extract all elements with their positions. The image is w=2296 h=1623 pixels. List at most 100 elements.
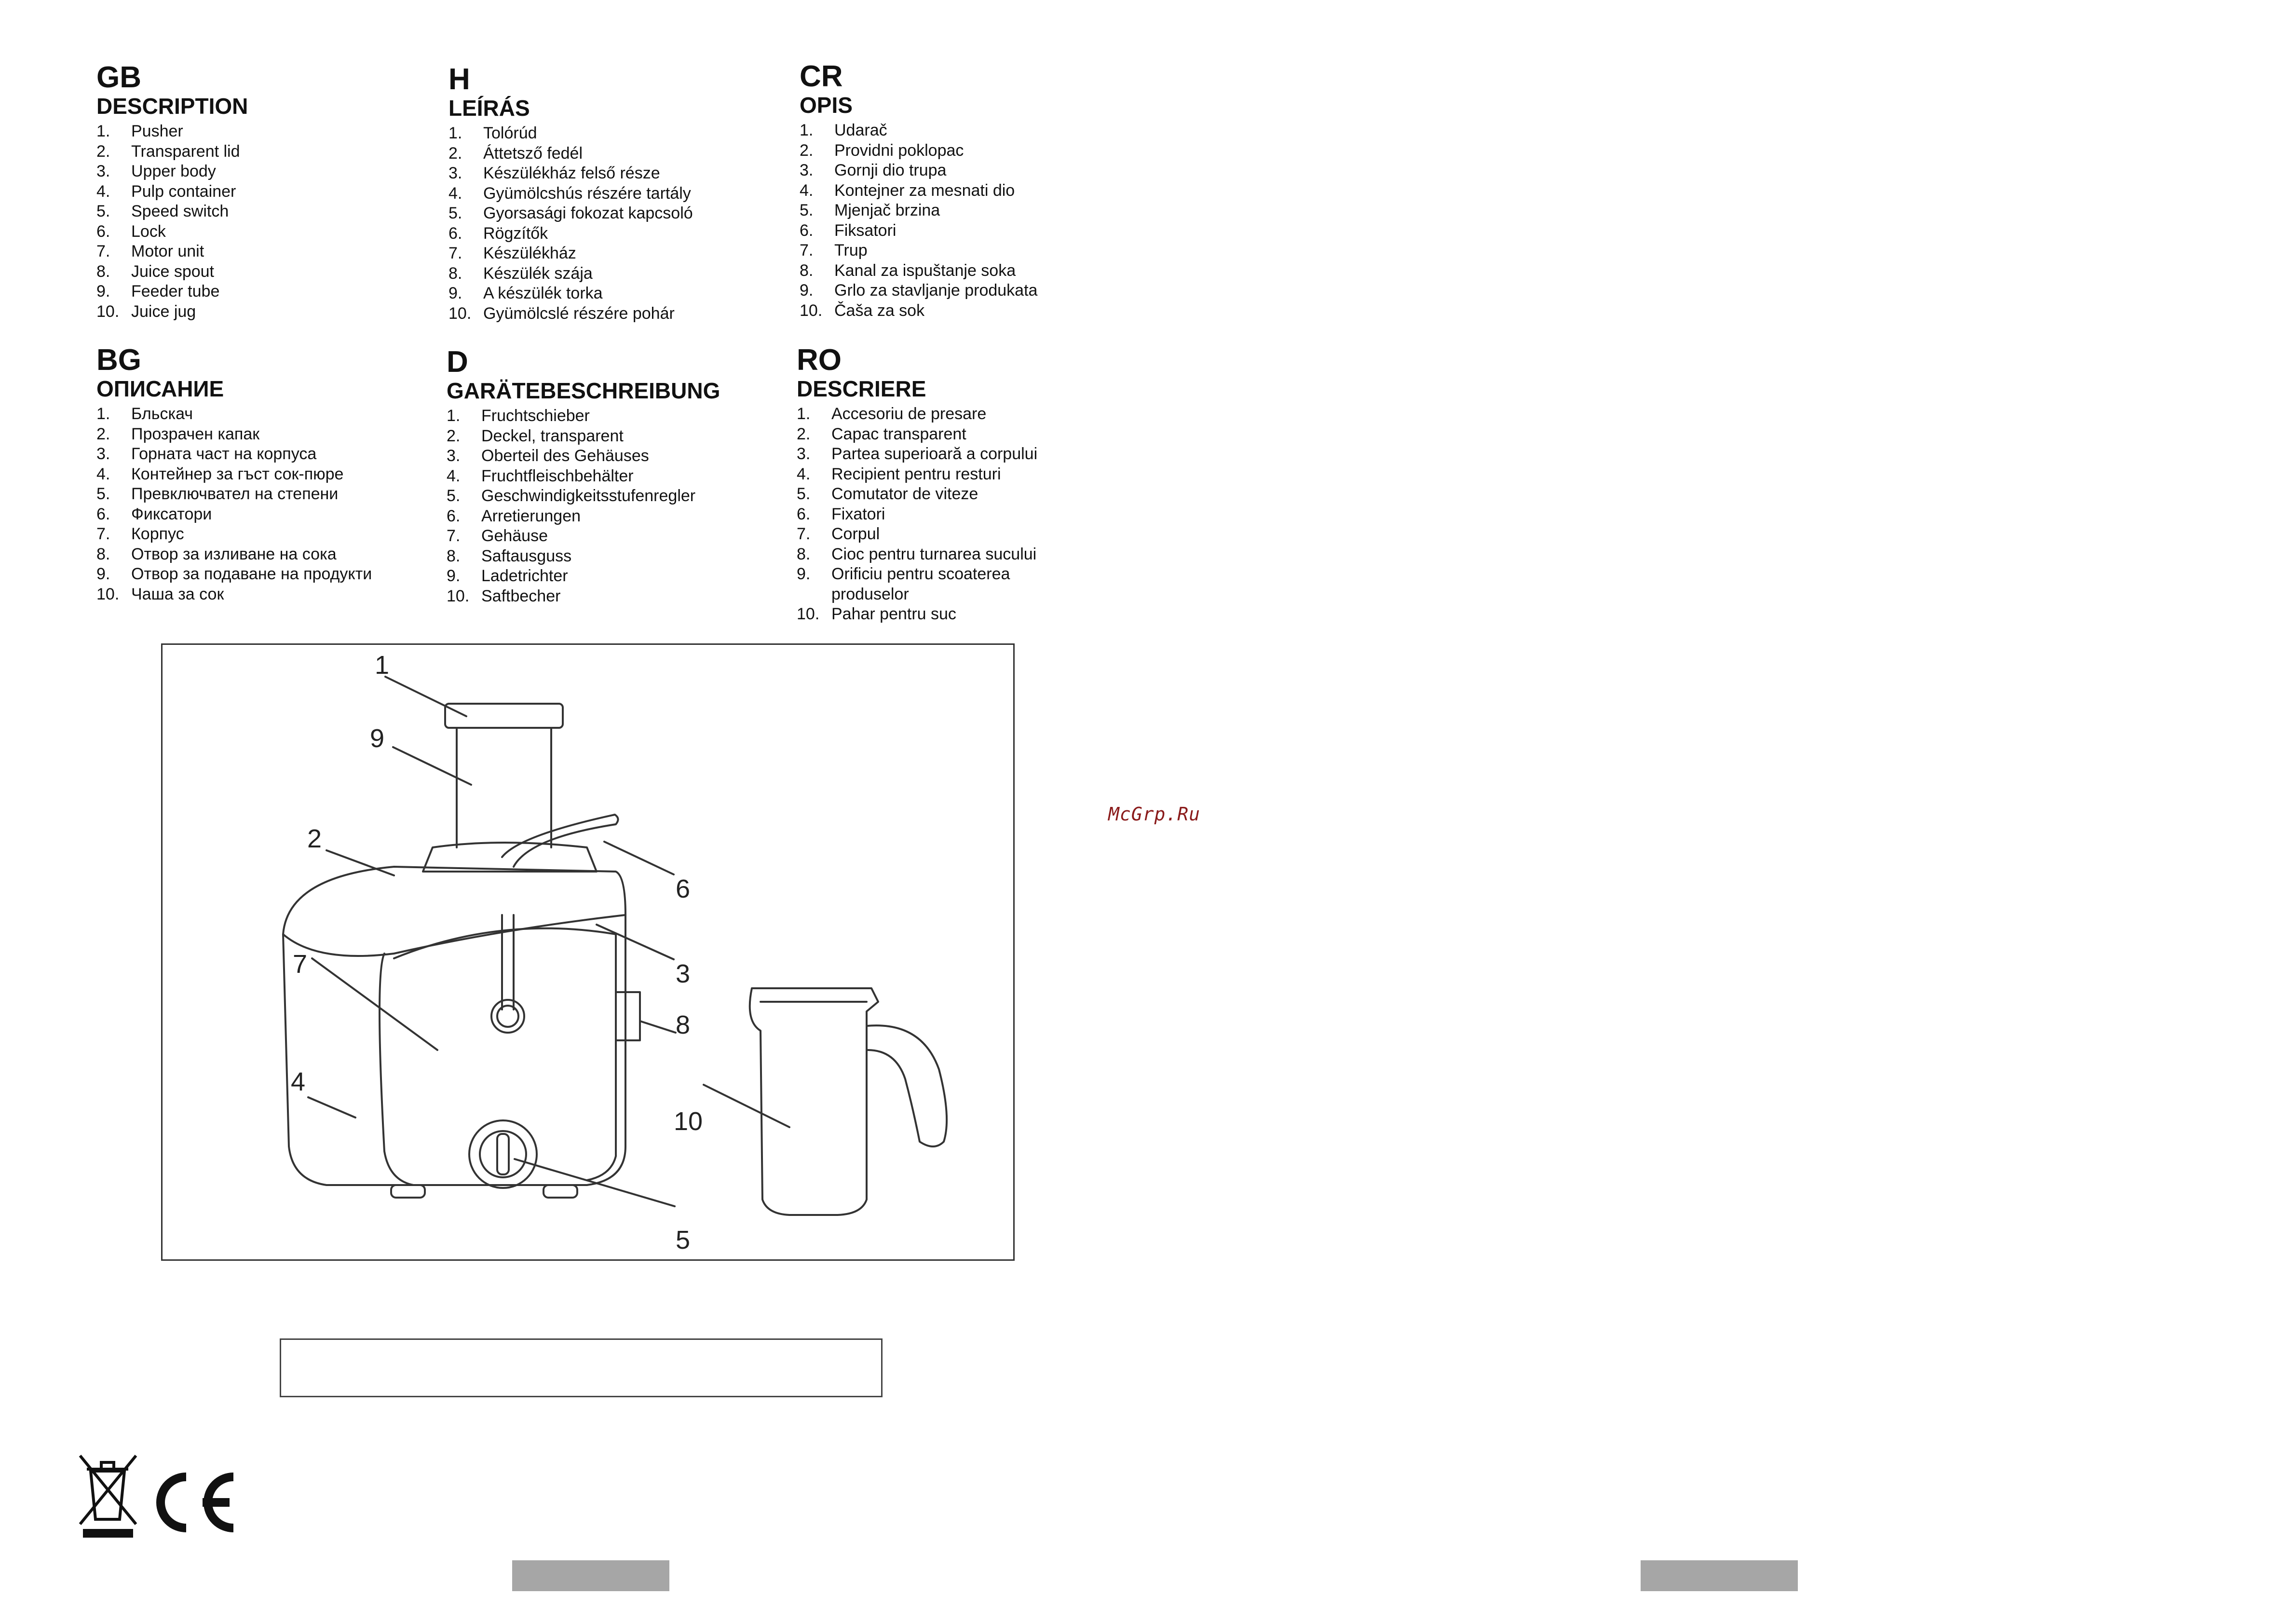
list-item: 8.Cioc pentru turnarea sucului — [797, 545, 1067, 565]
list-item: 8. Készülék szája — [448, 264, 786, 284]
list-item: 2.Capac transparent — [797, 424, 1067, 445]
list-item: 10.Pahar pentru suc — [797, 604, 1067, 625]
item-number: 1. — [96, 405, 110, 423]
list-item: 4.Recipient pentru resturi — [797, 464, 1067, 485]
item-label: Trup — [834, 241, 868, 259]
item-label: Juice spout — [131, 262, 214, 281]
section-heading: DESCRIPTION — [96, 94, 248, 119]
list-item: 8.Отвор за изливане на сока — [96, 545, 434, 565]
item-number: 2. — [800, 141, 814, 160]
item-number: 8. — [800, 261, 814, 280]
item-number: 8. — [448, 264, 462, 283]
item-label: Fiksatori — [834, 221, 897, 240]
item-label: Превключвател на степени — [131, 485, 339, 503]
callout-7: 7 — [293, 950, 307, 979]
list-item: 5.Gyorsasági fokozat kapcsoló — [448, 204, 786, 224]
list-item: 4.Kontejner za mesnati dio — [800, 181, 1137, 201]
list-item: 1.Fruchtschieber — [447, 406, 784, 426]
item-number: 8. — [96, 262, 110, 281]
item-label: Pahar pentru suc — [831, 605, 956, 623]
lock-clip-shape — [501, 814, 619, 868]
section-heading: OPIS — [800, 93, 853, 118]
list-item: 7.Trup — [800, 241, 1137, 261]
item-number: 6. — [96, 505, 110, 523]
list-item: 6.Fixatori — [797, 505, 1067, 525]
item-label: Comutator de viteze — [831, 485, 978, 503]
list-item: 6.Arretierungen — [447, 506, 784, 527]
item-number: 1. — [448, 124, 462, 142]
item-label: Mjenjač brzina — [834, 201, 940, 219]
list-item: 10. Gyümölcslé részére pohár — [448, 304, 786, 324]
item-label: Transparent lid — [131, 142, 240, 161]
item-number: 9. — [96, 565, 110, 583]
item-number: 10. — [800, 301, 823, 320]
item-label: Gyorsasági fokozat kapcsoló — [483, 204, 693, 222]
leader-line-10 — [703, 1084, 790, 1128]
item-number: 8. — [797, 545, 811, 563]
item-number: 10. — [448, 304, 472, 323]
item-number: 1. — [800, 121, 814, 139]
list-item: 5.Mjenjač brzina — [800, 201, 1137, 221]
compliance-marks — [76, 1452, 240, 1543]
item-label: Фиксатори — [131, 505, 212, 523]
item-label: Corpul — [831, 525, 880, 543]
item-number: 3. — [96, 445, 110, 463]
item-label: Fruchtfleischbehälter — [481, 466, 634, 485]
list-item: 9.Ladetrichter — [447, 566, 784, 586]
list-item: 3.Горната част на корпуса — [96, 444, 434, 464]
item-label: Készülékház — [483, 244, 576, 262]
list-item: 4.Pulp container — [96, 182, 434, 202]
item-label: Gyümölcslé részére pohár — [483, 304, 675, 323]
list-item: 2.Providni poklopac — [800, 141, 1137, 161]
item-label: Áttetsző fedél — [483, 144, 583, 163]
juice-spout-shape — [615, 991, 641, 1041]
list-item: 2.Transparent lid — [96, 142, 434, 162]
item-label: Deckel, transparent — [481, 426, 624, 445]
item-label: Accesoriu de presare — [831, 405, 987, 423]
language-code: GB — [96, 61, 141, 94]
item-number: 6. — [800, 221, 814, 240]
item-label: Gyümölcshús részére tartály — [483, 184, 691, 203]
pusher-shape — [444, 703, 564, 729]
item-number: 4. — [96, 464, 110, 483]
language-code: RO — [797, 343, 842, 377]
weee-icon — [79, 1455, 234, 1538]
list-item: 5.Speed switch — [96, 202, 434, 222]
watermark: McGrp.Ru — [1108, 804, 1201, 825]
item-label: Készülék szája — [483, 264, 593, 283]
item-number: 10. — [447, 586, 470, 605]
item-label: Juice jug — [131, 302, 196, 321]
leader-line-7 — [311, 957, 438, 1051]
item-label: Ladetrichter — [481, 567, 568, 585]
page-tab-right — [1641, 1560, 1798, 1591]
item-label: Fruchtschieber — [481, 407, 590, 425]
list-item: 10.Juice jug — [96, 302, 434, 322]
list-item: 3.Upper body — [96, 162, 434, 182]
item-number: 4. — [448, 184, 462, 203]
item-number: 7. — [96, 525, 110, 543]
callout-10: 10 — [674, 1107, 703, 1136]
item-number: 3. — [448, 164, 462, 182]
leader-line-6 — [603, 841, 675, 875]
list-item: 8. Juice spout — [96, 262, 434, 282]
list-item: 6. Фиксатори — [96, 505, 434, 525]
list-item: 2.Deckel, transparent — [447, 426, 784, 447]
section-heading: ОПИСАНИЕ — [96, 376, 224, 401]
list-item: 4.Fruchtfleischbehälter — [447, 466, 784, 487]
item-label: Kontejner za mesnati dio — [834, 181, 1015, 200]
leader-line-9 — [392, 746, 472, 786]
section-heading: DESCRIERE — [797, 376, 926, 401]
leader-line-5 — [514, 1158, 676, 1207]
item-label: Geschwindigkeitsstufenregler — [481, 487, 696, 505]
item-number: 9. — [96, 282, 110, 300]
list-item: 4. Gyümölcshús részére tartály — [448, 184, 786, 204]
list-item: 4.Контейнер за гъст сок-пюре — [96, 464, 434, 485]
item-label: Корпус — [131, 525, 184, 543]
list-item: 8.Kanal za ispuštanje soka — [800, 261, 1137, 281]
section-heading: GARÄTEBESCHREIBUNG — [447, 378, 720, 403]
